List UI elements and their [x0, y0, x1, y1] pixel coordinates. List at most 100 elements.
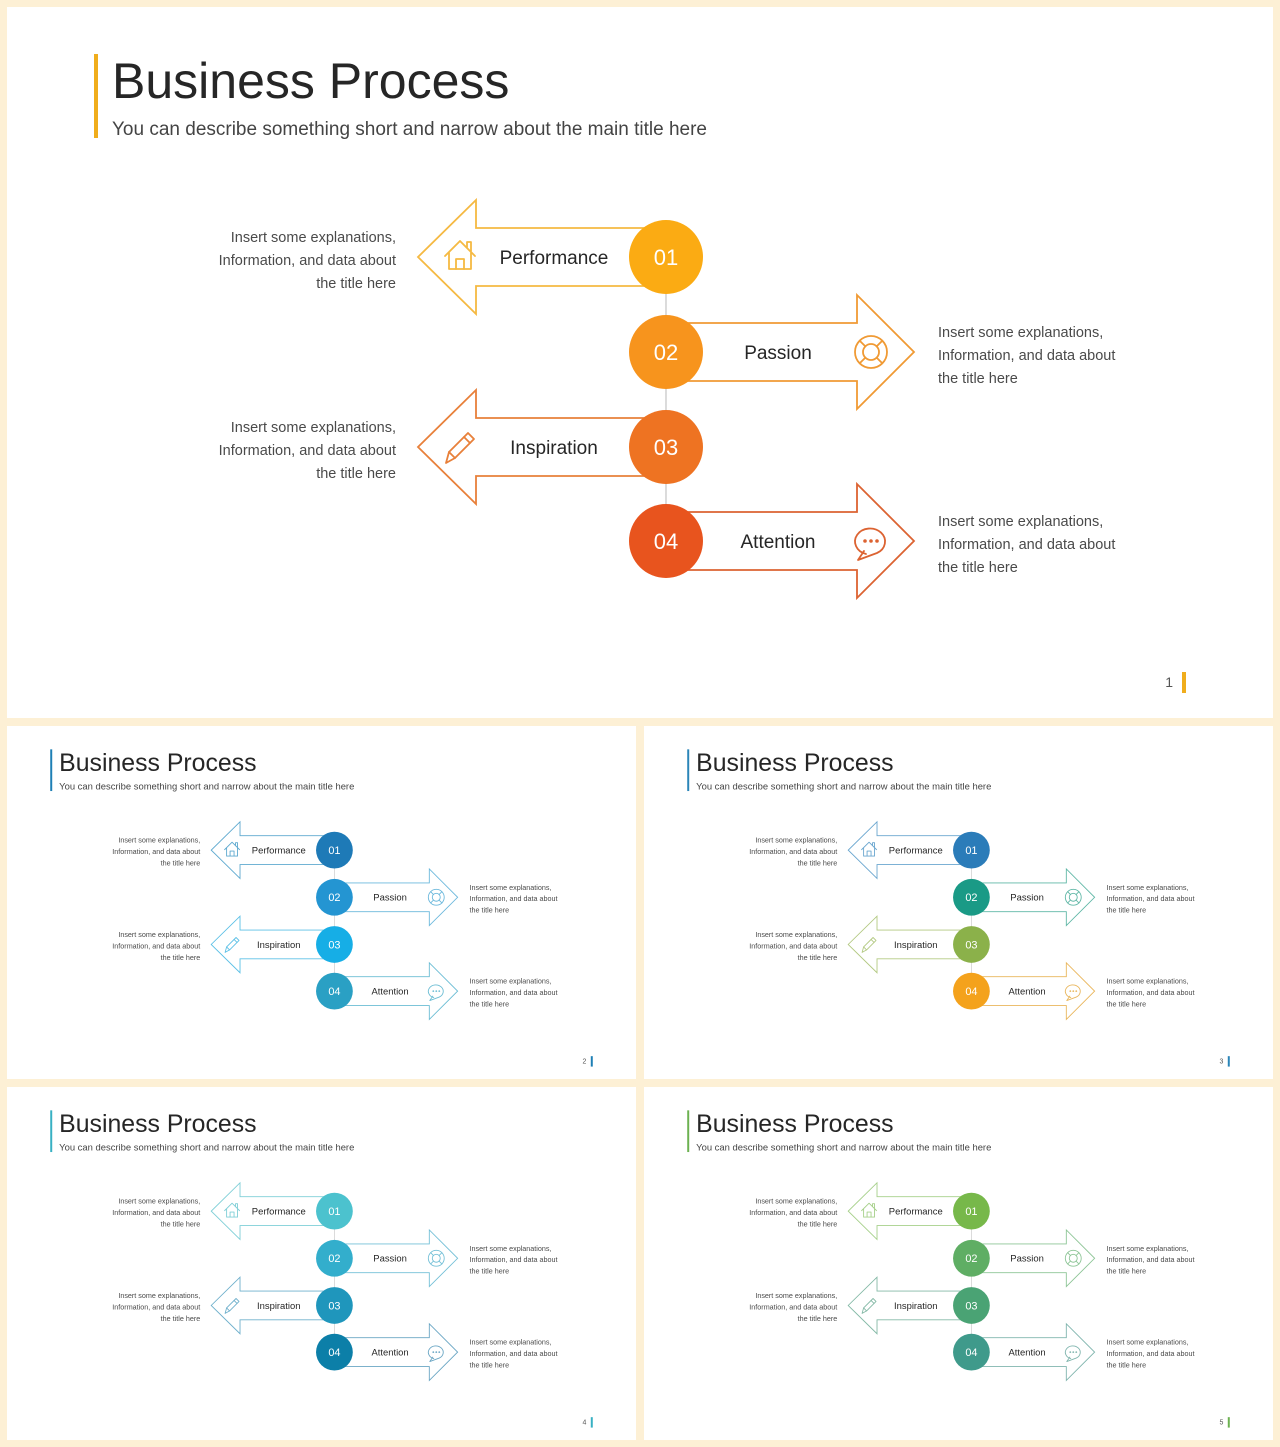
step-description: Insert some explanations,: [1107, 977, 1189, 986]
home-icon: [444, 240, 476, 270]
step-description: Information, and data about: [749, 847, 837, 856]
pencil-icon: [861, 1298, 877, 1314]
step-description: Insert some explanations,: [938, 514, 1103, 530]
title-accent-bar: [50, 749, 53, 792]
step-number: 03: [965, 1300, 977, 1312]
step-description: Insert some explanations,: [938, 325, 1103, 341]
step-description: Insert some explanations,: [470, 1338, 552, 1347]
step-number-circle: [316, 1287, 353, 1324]
step-description: Information, and data about: [219, 443, 396, 459]
step-description: Insert some explanations,: [470, 883, 552, 892]
step-description: the title here: [161, 1314, 201, 1323]
step-description: Information, and data about: [470, 894, 558, 903]
step-number-circle: [629, 410, 703, 484]
step-description: the title here: [470, 906, 510, 915]
step-number-circle: [953, 1192, 990, 1230]
arrow-left: [210, 915, 332, 974]
step-label: Passion: [373, 892, 407, 903]
arrow-left: [416, 197, 660, 317]
slide-subtitle: You can describe something short and nar…: [59, 1142, 354, 1153]
page-number-bar: [1182, 672, 1186, 693]
step-description: Insert some explanations,: [118, 930, 200, 939]
page-number: 2: [582, 1059, 586, 1066]
step-number-circle: [953, 1333, 990, 1371]
step-number: 04: [328, 986, 340, 998]
page-number: 4: [582, 1420, 586, 1427]
lifebuoy-icon: [1064, 1249, 1082, 1267]
step-description: Information, and data about: [1107, 1255, 1195, 1264]
step-number: 03: [328, 1300, 340, 1312]
page-number: 5: [1219, 1420, 1223, 1427]
step-label: Inspiration: [257, 1300, 300, 1311]
arrow-left: [210, 1276, 332, 1335]
arrow-left: [210, 820, 332, 880]
arrow-right: [974, 961, 1096, 1021]
slide-subtitle: You can describe something short and nar…: [696, 781, 991, 792]
arrow-right: [337, 961, 459, 1021]
step-number: 02: [965, 1253, 977, 1265]
arrow-right: [337, 1322, 459, 1382]
step-label: Inspiration: [894, 939, 938, 950]
arrow-right: [974, 1322, 1096, 1382]
process-step[interactable]: Inspiration Insert some explanations, Info…: [749, 915, 990, 974]
step-description: the title here: [470, 1267, 510, 1276]
step-number-circle: [316, 1192, 353, 1230]
arrow-right: [974, 867, 1096, 927]
process-step[interactable]: Passion Insert some explanations, Informat…: [316, 867, 558, 927]
step-description: Insert some explanations,: [755, 930, 837, 939]
step-number: 03: [654, 435, 678, 460]
step-description: Information, and data about: [112, 941, 200, 950]
step-label: Performance: [252, 845, 306, 856]
step-label: Passion: [744, 343, 812, 364]
step-description: Information, and data about: [749, 941, 837, 950]
page-number: 1: [1165, 674, 1173, 690]
arrow-left: [210, 1181, 332, 1241]
step-description: the title here: [161, 1220, 201, 1229]
step-label: Performance: [889, 1206, 943, 1217]
arrow-left: [847, 820, 969, 880]
slide-title: Business Process: [696, 750, 893, 777]
step-number: 04: [328, 1347, 340, 1359]
arrow-left: [847, 1276, 969, 1335]
page-number: 3: [1219, 1059, 1223, 1066]
step-description: the title here: [1107, 1267, 1147, 1276]
step-number-circle: [953, 926, 990, 963]
step-description: the title here: [798, 859, 838, 868]
step-description: Insert some explanations,: [755, 1291, 837, 1300]
step-number: 01: [328, 845, 340, 857]
step-label: Passion: [373, 1253, 407, 1264]
page-number-bar: [590, 1056, 593, 1067]
step-number-circle: [629, 315, 703, 389]
step-description: Insert some explanations,: [1107, 1244, 1189, 1253]
step-description: the title here: [316, 466, 396, 482]
step-number-circle: [629, 504, 703, 578]
page-number-bar: [1227, 1056, 1230, 1067]
step-description: Information, and data about: [1107, 894, 1195, 903]
step-description: the title here: [798, 1220, 838, 1229]
step-number: 03: [328, 939, 340, 951]
step-label: Performance: [500, 248, 609, 269]
